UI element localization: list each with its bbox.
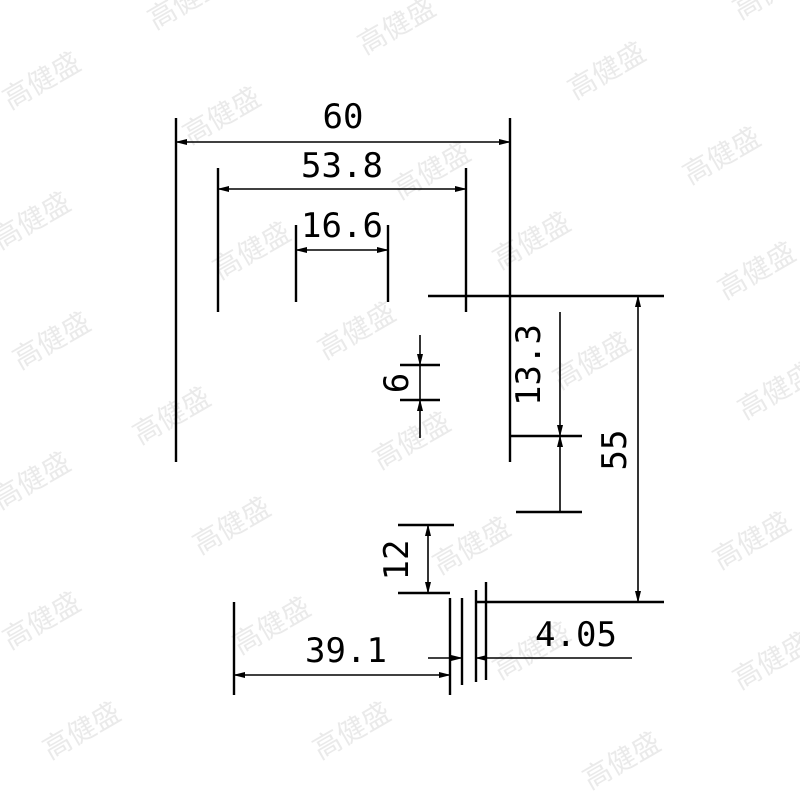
dimension-label: 12	[377, 540, 417, 581]
watermark-text: 高健盛	[0, 185, 76, 256]
watermark-text: 高健盛	[387, 135, 476, 206]
watermark-text: 高健盛	[727, 0, 800, 26]
watermark-text: 高健盛	[707, 505, 796, 576]
watermark-text: 高健盛	[0, 45, 86, 116]
watermark-text: 高健盛	[0, 585, 86, 656]
dimension-label: 55	[595, 430, 635, 471]
watermark-text: 高健盛	[732, 355, 800, 426]
dimension-label: 16.6	[301, 206, 383, 246]
watermark-text: 高健盛	[307, 695, 396, 766]
dimension-labels: 60 53.8 16.6 6 13.3 55 12 39.1 4.05	[301, 97, 635, 671]
watermark-text: 高健盛	[37, 695, 126, 766]
watermark-text: 高健盛	[0, 445, 76, 516]
watermark-text: 高健盛	[187, 490, 276, 561]
watermark-text: 高健盛	[487, 205, 576, 276]
dimension-label: 53.8	[301, 146, 383, 186]
watermark-text: 高健盛	[367, 405, 456, 476]
dimension-lines	[175, 139, 641, 678]
watermark-text: 高健盛	[577, 725, 666, 796]
dimension-label: 13.3	[509, 324, 549, 406]
watermark-text: 高健盛	[677, 120, 766, 191]
watermark-text: 高健盛	[127, 380, 216, 451]
dimension-label: 60	[323, 97, 364, 137]
watermark-text: 高健盛	[142, 0, 231, 36]
dimension-label: 4.05	[535, 615, 617, 655]
watermark-text: 高健盛	[427, 510, 516, 581]
watermark-text: 高健盛	[352, 0, 441, 61]
watermark-text: 高健盛	[562, 35, 651, 106]
watermark-text: 高健盛	[207, 215, 296, 286]
dimension-label: 6	[377, 373, 417, 393]
watermark-text: 高健盛	[712, 235, 800, 306]
watermark-text: 高健盛	[727, 625, 800, 696]
watermark-text: 高健盛	[227, 590, 316, 661]
watermark-text: 高健盛	[7, 305, 96, 376]
dimension-label: 39.1	[305, 631, 387, 671]
watermark-text: 高健盛	[177, 80, 266, 151]
watermark-text: 高健盛	[312, 295, 401, 366]
